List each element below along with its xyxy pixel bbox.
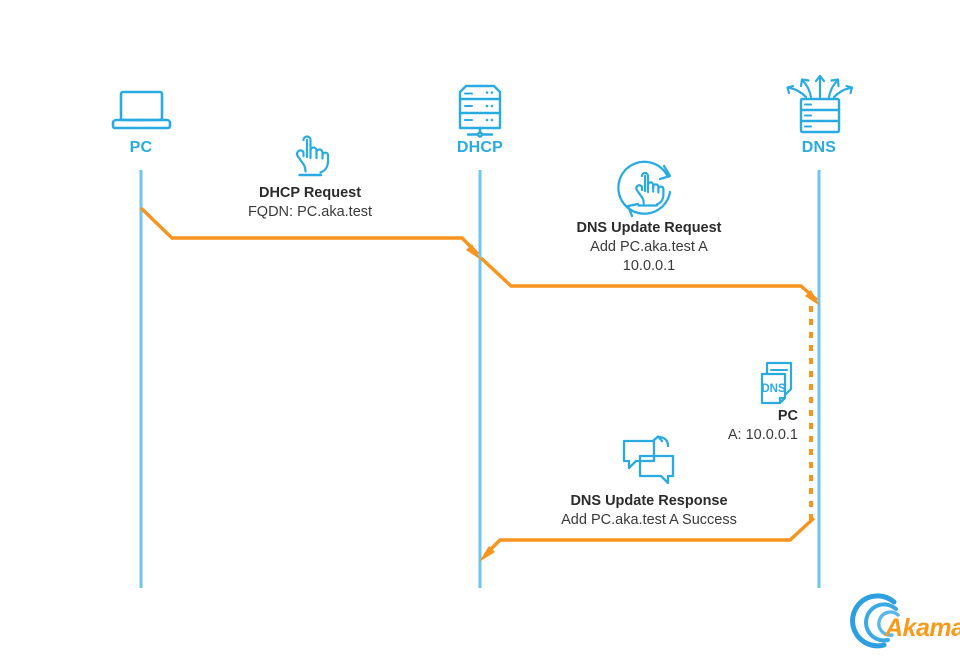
chat-bubbles-icon	[622, 435, 675, 485]
pointing-hand-icon	[295, 135, 330, 177]
message-title: DNS Update Request	[576, 220, 722, 236]
message-line: FQDN: PC.aka.test	[247, 204, 373, 220]
message-dns-update-request: DNS Update Request Add PC.aka.test A 10.…	[519, 219, 779, 276]
akamai-logo-swirl	[850, 593, 900, 649]
dns-server-icon	[786, 74, 854, 134]
message-title: DNS Update Response	[570, 493, 728, 509]
message-dhcp-request: DHCP Request FQDN: PC.aka.test	[180, 184, 440, 222]
message-title: DHCP Request	[258, 185, 362, 201]
message-dns-update-response: DNS Update Response Add PC.aka.test A Su…	[519, 492, 779, 530]
participant-label-pc: PC	[129, 139, 153, 156]
dns-record-icon: DNS	[760, 361, 793, 405]
message-line-2: 10.0.0.1	[622, 258, 676, 274]
dns-record-value: A: 10.0.0.1	[727, 427, 798, 443]
server-rack-icon	[458, 84, 502, 138]
message-line-1: Add PC.aka.test A	[590, 239, 708, 255]
message-line: Add PC.aka.test A Success	[561, 512, 737, 528]
laptop-icon	[111, 90, 172, 130]
dns-record-name: PC	[777, 408, 798, 424]
svg-text:DNS: DNS	[761, 383, 786, 395]
akamai-logo: Akamai	[859, 606, 960, 652]
refresh-hand-icon	[617, 160, 672, 218]
participant-label-dns: DNS	[801, 139, 837, 156]
dns-record-text: PC A: 10.0.0.1	[598, 407, 798, 445]
akamai-wordmark: Akamai	[885, 614, 960, 642]
arrow-dns-update-request	[479, 256, 820, 306]
arrow-dns-update-response	[479, 516, 816, 562]
participant-label-dhcp: DHCP	[456, 139, 504, 156]
arrow-dhcp-request	[139, 206, 481, 260]
